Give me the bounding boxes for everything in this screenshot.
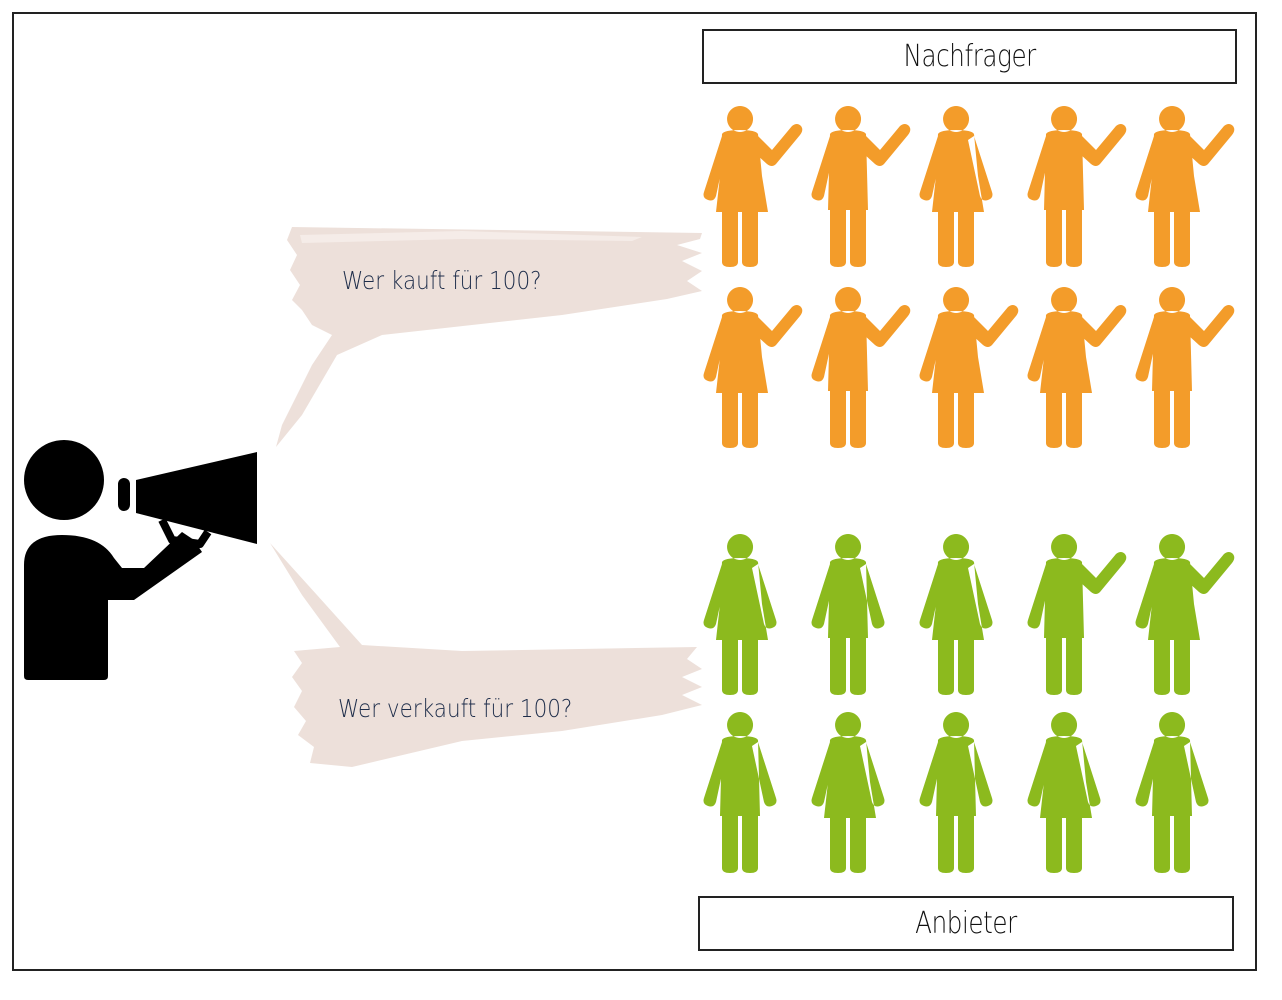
speech-bubble-sell — [270, 543, 702, 767]
demand-label: Nachfrager — [702, 29, 1237, 84]
female-person-icon-waving — [1135, 534, 1235, 695]
person-shape — [703, 106, 803, 267]
female-person-icon-waving — [1027, 287, 1127, 448]
person-shape — [1027, 106, 1127, 267]
sell-question: Wer verkauft für 100? — [338, 694, 573, 723]
person-shape — [1027, 287, 1127, 448]
male-person-icon — [811, 534, 885, 695]
male-person-icon-waving — [811, 287, 911, 448]
person-shape — [703, 712, 777, 873]
buy-question: Wer kauft für 100? — [342, 266, 542, 295]
person-shape — [703, 287, 803, 448]
male-person-icon-waving — [1027, 534, 1127, 695]
male-person-icon — [919, 712, 993, 873]
male-person-icon-waving — [1135, 287, 1235, 448]
male-person-icon — [703, 712, 777, 873]
male-person-icon-waving — [811, 106, 911, 267]
supply-label-text: Anbieter — [915, 906, 1017, 941]
person-shape — [919, 106, 993, 267]
person-shape — [919, 287, 1019, 448]
male-person-icon-waving — [1027, 106, 1127, 267]
person-shape — [1027, 534, 1127, 695]
person-shape — [811, 106, 911, 267]
supply-row-2 — [700, 706, 1240, 878]
person-shape — [919, 712, 993, 873]
female-person-icon — [703, 534, 777, 695]
person-shape — [811, 534, 885, 695]
female-person-icon — [1027, 712, 1101, 873]
diagram-frame — [12, 12, 1257, 971]
female-person-icon — [919, 106, 993, 267]
demand-row-2 — [700, 281, 1240, 453]
female-person-icon — [919, 534, 993, 695]
person-shape — [703, 534, 777, 695]
female-person-icon — [811, 712, 885, 873]
female-person-icon-waving — [703, 287, 803, 448]
person-shape — [1027, 712, 1101, 873]
female-person-icon-waving — [703, 106, 803, 267]
person-shape — [811, 287, 911, 448]
female-person-icon-waving — [919, 287, 1019, 448]
person-shape — [1135, 534, 1235, 695]
person-shape — [1135, 106, 1235, 267]
supply-label: Anbieter — [698, 896, 1234, 951]
supply-row-1 — [700, 528, 1240, 700]
person-shape — [1135, 287, 1235, 448]
speech-bubble-buy — [276, 227, 702, 447]
person-shape — [919, 534, 993, 695]
male-person-icon — [1135, 712, 1209, 873]
female-person-icon-waving — [1135, 106, 1235, 267]
demand-row-1 — [700, 100, 1240, 272]
person-shape — [1135, 712, 1209, 873]
person-shape — [811, 712, 885, 873]
demand-label-text: Nachfrager — [903, 39, 1036, 74]
person-megaphone-icon — [24, 440, 257, 680]
